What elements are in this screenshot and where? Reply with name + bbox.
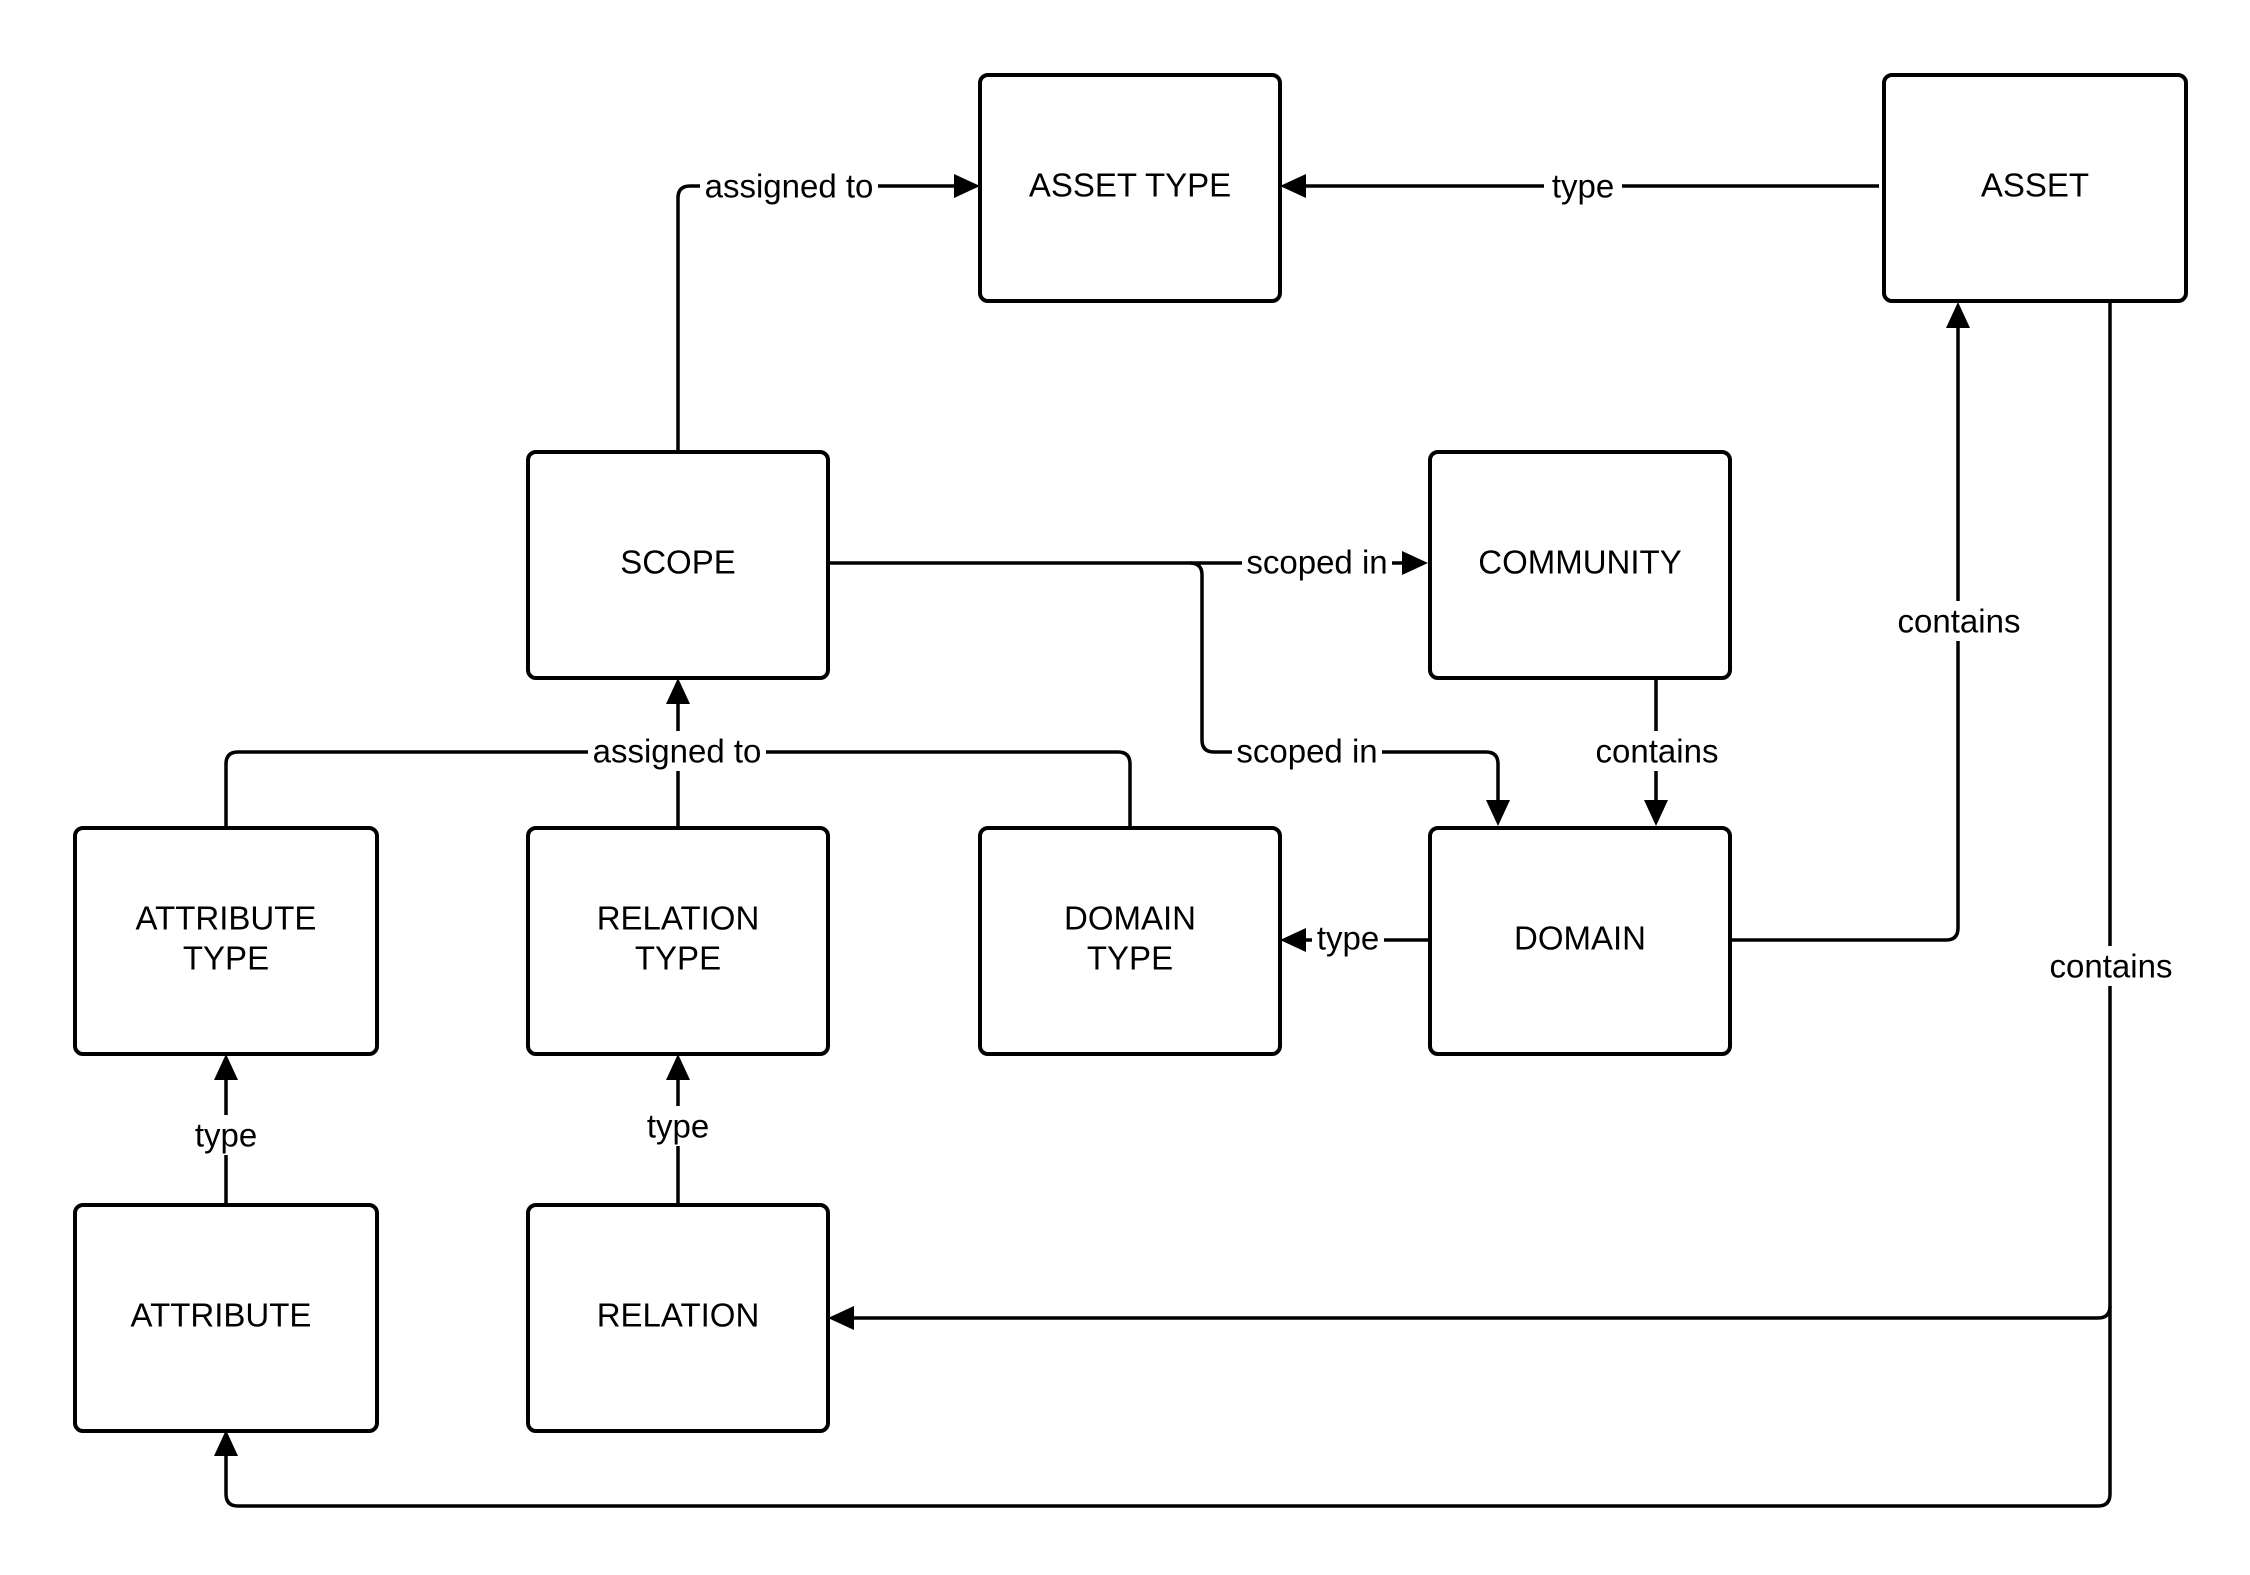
label-contains-domain-asset: contains: [1898, 603, 2021, 640]
arrowhead: [1402, 551, 1428, 575]
node-community-label: COMMUNITY: [1478, 544, 1681, 581]
label-type-domain: type: [1317, 920, 1379, 957]
edge-scope-domain: [1189, 561, 1500, 804]
node-domain-type: DOMAIN TYPE: [978, 826, 1282, 1056]
label-type-relation: type: [647, 1108, 709, 1145]
node-domain: DOMAIN: [1428, 826, 1732, 1056]
node-attribute: ATTRIBUTE: [73, 1203, 379, 1433]
node-scope: SCOPE: [526, 450, 830, 680]
node-relation: RELATION: [526, 1203, 830, 1433]
arrowhead: [1486, 800, 1510, 826]
node-domain-type-label-line2: TYPE: [1087, 940, 1173, 977]
node-relation-type-label-line2: TYPE: [635, 940, 721, 977]
node-community: COMMUNITY: [1428, 450, 1732, 680]
label-assigned-to-scope: assigned to: [593, 733, 762, 770]
node-asset: ASSET: [1882, 73, 2188, 303]
label-scoped-in-community: scoped in: [1246, 544, 1387, 581]
node-attribute-label: ATTRIBUTE: [131, 1297, 312, 1334]
label-assigned-to-asset-type: assigned to: [705, 168, 874, 205]
label-type-attribute: type: [195, 1117, 257, 1154]
arrowhead: [1280, 174, 1306, 198]
node-asset-label: ASSET: [1981, 167, 2089, 204]
label-contains-community-domain: contains: [1596, 733, 1719, 770]
arrowhead: [954, 174, 980, 198]
arrowhead: [666, 1054, 690, 1080]
node-relation-label: RELATION: [597, 1297, 760, 1334]
edge-domain-asset: [1730, 322, 1960, 942]
node-attribute-type-label-line1: ATTRIBUTE: [136, 900, 317, 937]
node-relation-type: RELATION TYPE: [526, 826, 830, 1056]
arrowhead: [214, 1054, 238, 1080]
arrowhead: [1946, 302, 1970, 328]
edge-asset-attribute: [224, 1306, 2112, 1508]
arrowhead: [1280, 928, 1306, 952]
label-contains-asset: contains: [2050, 948, 2173, 985]
arrowhead: [828, 1306, 854, 1330]
node-asset-type-label: ASSET TYPE: [1029, 167, 1231, 204]
node-domain-type-label-line1: DOMAIN: [1064, 900, 1196, 937]
edge-scope-asset-type: [676, 184, 960, 452]
node-domain-label: DOMAIN: [1514, 920, 1646, 957]
node-relation-type-label-line1: RELATION: [597, 900, 760, 937]
node-asset-type: ASSET TYPE: [978, 73, 1282, 303]
node-attribute-type-label-line2: TYPE: [183, 940, 269, 977]
node-scope-label: SCOPE: [620, 544, 736, 581]
label-type-asset: type: [1552, 168, 1614, 205]
arrowhead: [1644, 800, 1668, 826]
label-scoped-in-domain: scoped in: [1236, 733, 1377, 770]
arrowhead: [666, 678, 690, 704]
node-attribute-type: ATTRIBUTE TYPE: [73, 826, 379, 1056]
arrowhead: [214, 1430, 238, 1456]
